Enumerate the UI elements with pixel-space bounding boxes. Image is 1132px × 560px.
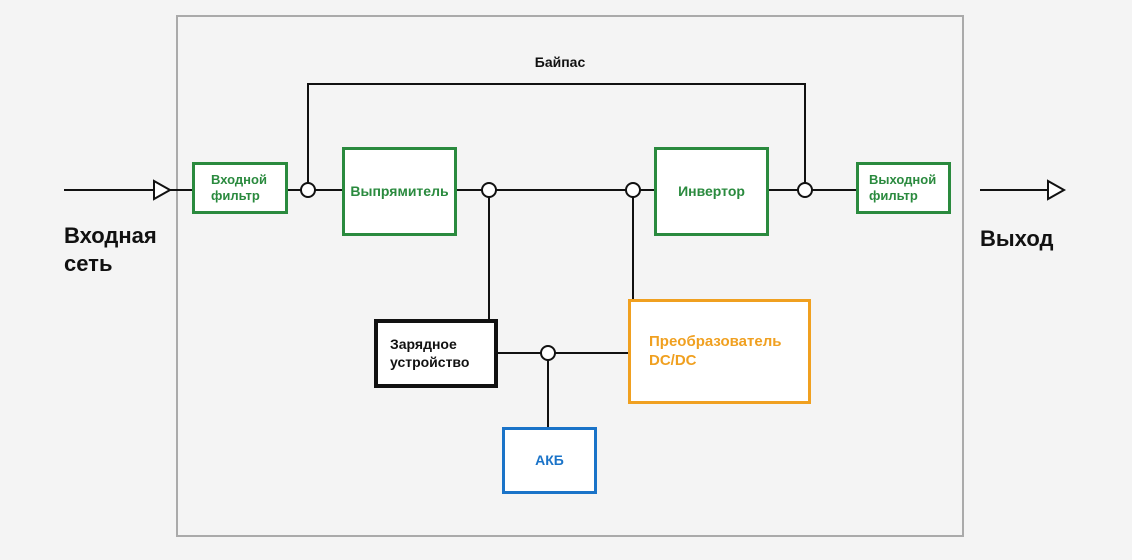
- junction-node-inverter: [625, 182, 641, 198]
- dcdc-converter-block: Преобразователь DC/DC: [628, 299, 811, 404]
- input-network-label: Входная сеть: [64, 222, 157, 277]
- dcdc-line1: Преобразователь: [649, 332, 782, 350]
- input-arrow-head: [153, 179, 173, 201]
- charger-line2: устройство: [390, 353, 470, 370]
- battery-label: АКБ: [535, 451, 564, 468]
- output-label: Выход: [980, 226, 1054, 251]
- junction-node-battery: [540, 345, 556, 361]
- inverter-block: Инвертор: [654, 147, 769, 236]
- inverter-label: Инвертор: [678, 182, 745, 199]
- output-filter-line1: Выходной: [869, 171, 937, 187]
- input-filter-line1: Входной: [211, 171, 267, 187]
- rectifier-label: Выпрямитель: [350, 182, 449, 199]
- output-filter-line2: фильтр: [869, 188, 918, 203]
- input-label-line1: Входная: [64, 223, 157, 248]
- output-filter-block: Выходной фильтр: [856, 162, 951, 214]
- bypass-line: [307, 83, 806, 190]
- input-filter-line2: фильтр: [211, 188, 260, 203]
- junction-node-rectifier: [481, 182, 497, 198]
- input-filter-block: Входной фильтр: [192, 162, 288, 214]
- charger-line1: Зарядное: [390, 336, 457, 352]
- rectifier-block: Выпрямитель: [342, 147, 457, 236]
- input-label-line2: сеть: [64, 250, 113, 276]
- battery-block: АКБ: [502, 427, 597, 494]
- dcdc-line2: DC/DC: [649, 351, 697, 369]
- bypass-label: Байпас: [534, 54, 586, 70]
- charger-block: Зарядное устройство: [374, 319, 498, 388]
- junction-node-bypass-out: [797, 182, 813, 198]
- ups-boundary-frame: [176, 15, 964, 537]
- junction-node-bypass-in: [300, 182, 316, 198]
- output-arrow-head: [1047, 179, 1067, 201]
